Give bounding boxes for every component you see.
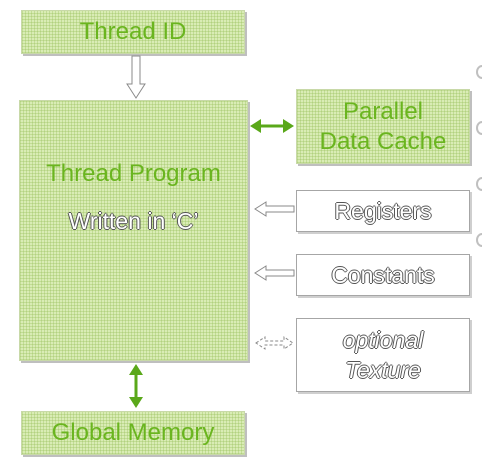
thread-id-box: Thread ID (21, 10, 245, 54)
constants-arrow (254, 265, 295, 281)
constants-box: Constants (296, 254, 470, 296)
cache-double-arrow (250, 119, 294, 133)
parallel-data-cache-line1: Parallel (342, 97, 424, 125)
texture-line1: optional (342, 327, 424, 353)
thread-program-title: Thread Program (46, 160, 221, 187)
right-edge-fragments (476, 65, 483, 247)
thread-program-box: Thread Program Written in ‘C’ (19, 100, 248, 361)
parallel-data-cache-box: Parallel Data Cache (296, 89, 470, 164)
thread-id-to-program-arrow (126, 55, 146, 99)
thread-program-subtitle: Written in ‘C’ (68, 208, 199, 234)
texture-double-arrow (255, 336, 294, 350)
thread-id-label: Thread ID (79, 18, 187, 45)
texture-box: optional Texture (296, 318, 470, 392)
constants-label: Constants (331, 262, 435, 288)
registers-box: Registers (296, 190, 470, 232)
texture-line2: Texture (345, 357, 421, 383)
parallel-data-cache-line2: Data Cache (319, 127, 447, 155)
global-memory-label: Global Memory (51, 419, 215, 446)
global-memory-box: Global Memory (21, 411, 245, 455)
registers-label: Registers (334, 198, 432, 224)
global-memory-double-arrow (129, 364, 143, 408)
registers-arrow (254, 201, 295, 217)
